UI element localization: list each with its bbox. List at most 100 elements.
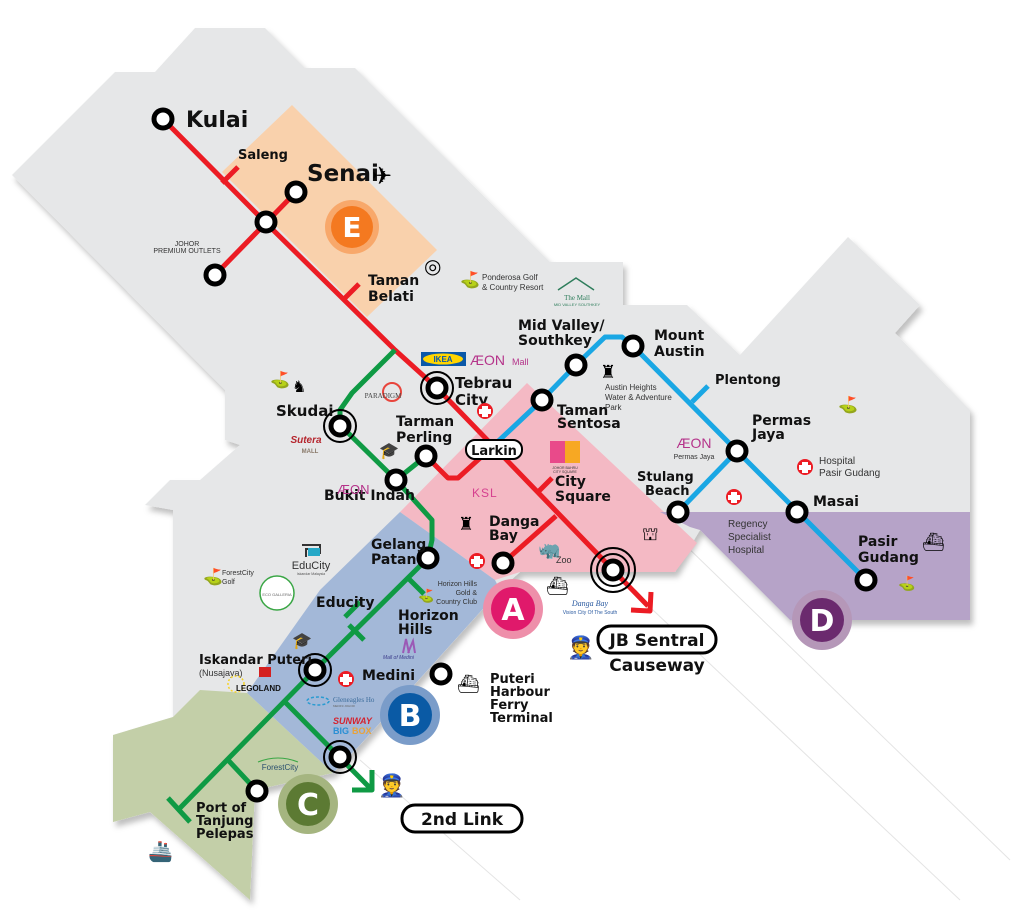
svg-text:MALL: MALL	[302, 449, 319, 455]
svg-text:IKEA: IKEA	[433, 355, 452, 364]
ikea-logo: IKEA	[421, 352, 466, 366]
svg-text:JOHOR BAHRU: JOHOR BAHRU	[552, 466, 578, 470]
svg-text:BIG: BIG	[333, 726, 349, 736]
station-masai[interactable]: Masai	[813, 494, 859, 510]
jb-sentral-label[interactable]: JB Sentral	[596, 624, 718, 655]
svg-text:Pasir Gudang: Pasir Gudang	[819, 468, 880, 479]
rhino-icon: 🦏	[538, 540, 560, 561]
yacht-icon: ⛴	[922, 532, 945, 553]
cargo-ship-icon: 🚢	[148, 839, 173, 863]
svg-text:Larkin: Larkin	[471, 444, 517, 459]
golf-icon: ⛳	[898, 575, 915, 592]
mall-of-medini-logo: Mall of Medini	[383, 637, 416, 661]
hospital-icon	[477, 403, 493, 419]
zone-c-label: C	[297, 788, 319, 823]
zone-badge-d: D	[792, 590, 852, 650]
sandcastle-icon: ⛫	[642, 524, 659, 545]
ponderosa-golf-label: Ponderosa Golf& Country Resort	[482, 273, 544, 292]
zone-d-area	[660, 512, 970, 620]
svg-text:Gleneagles Ho: Gleneagles Ho	[333, 696, 375, 704]
paradigm-mall-logo: PARADIGM	[365, 382, 402, 402]
golf-icon: ⛳	[838, 395, 858, 414]
zone-badge-c: C	[278, 774, 338, 834]
station-mid-valley-southkey[interactable]: Mid Valley/Southkey	[518, 318, 605, 349]
station-bukit-indah[interactable]: Bukit Indah	[324, 488, 415, 504]
second-link-label[interactable]: 2nd Link	[400, 803, 524, 834]
svg-text:Water & Adventure: Water & Adventure	[605, 393, 672, 402]
zone-b-area	[247, 512, 500, 773]
svg-text:Country Club: Country Club	[436, 599, 477, 606]
svg-text:Specialist: Specialist	[728, 532, 771, 543]
station-saleng[interactable]: Saleng	[238, 148, 288, 163]
ferry-icon: ⛴	[457, 674, 480, 695]
svg-text:Danga Bay: Danga Bay	[571, 599, 609, 608]
svg-text:PREMIUM OUTLETS: PREMIUM OUTLETS	[153, 248, 221, 255]
station-iskandar-puteri[interactable]: Iskandar Puteri	[199, 653, 312, 668]
customs-officer-icon: 👮	[567, 634, 594, 661]
svg-text:MEDINI JOHOR: MEDINI JOHOR	[333, 704, 356, 708]
station-senai[interactable]: Senai	[307, 161, 379, 187]
svg-text:CITY SQUARE: CITY SQUARE	[553, 470, 577, 474]
station-educity[interactable]: Educity	[316, 595, 374, 611]
golf-icon: ⛳	[460, 270, 480, 289]
station-kulai[interactable]: Kulai	[186, 108, 248, 133]
station-skudai[interactable]: Skudai	[276, 402, 333, 420]
station-larkin[interactable]: Larkin	[465, 439, 523, 460]
golf-icon: ⛳	[418, 588, 434, 604]
hospital-icon	[726, 489, 742, 505]
svg-text:The Mall: The Mall	[564, 294, 590, 302]
svg-text:Vision City Of The South: Vision City Of The South	[563, 610, 618, 616]
svg-text:Regency: Regency	[728, 519, 767, 530]
station-medini[interactable]: Medini	[362, 668, 415, 684]
horse-riding-icon: ♞	[292, 377, 306, 396]
airplane-icon: ✈	[372, 163, 392, 190]
svg-text:Sutera: Sutera	[290, 435, 322, 446]
causeway-label: Causeway	[609, 656, 704, 676]
station-plentong[interactable]: Plentong	[715, 373, 781, 388]
archery-target-icon: ◎	[424, 254, 441, 278]
zone-d-label: D	[810, 604, 835, 639]
zone-badge-a: A	[483, 579, 543, 639]
svg-text:2nd Link: 2nd Link	[421, 810, 504, 830]
svg-text:JB Sentral: JB Sentral	[609, 631, 705, 651]
ksl-logo: KSL	[472, 486, 498, 500]
zone-badge-e: E	[325, 200, 379, 254]
eco-galleria-logo: ECO GALLERIA	[259, 575, 295, 611]
graduation-cap-icon: 🎓	[292, 631, 312, 650]
zone-badge-b: B	[380, 685, 440, 745]
icons: ◎ ⛳ ⛳ ♞ ⛳ ⛳ ⛳ ⛳ 🎓 🎓 ♜ ♜ 🦏 ⛫ ⛴ ⛴ ⛴ 🚢 👮 👮	[148, 254, 945, 863]
zone-c-area	[113, 690, 333, 900]
svg-text:& Country Resort: & Country Resort	[482, 283, 544, 292]
zone-e-label: E	[342, 211, 361, 244]
hospital-icon	[338, 671, 354, 687]
svg-text:Horizon Hills: Horizon Hills	[438, 581, 478, 588]
